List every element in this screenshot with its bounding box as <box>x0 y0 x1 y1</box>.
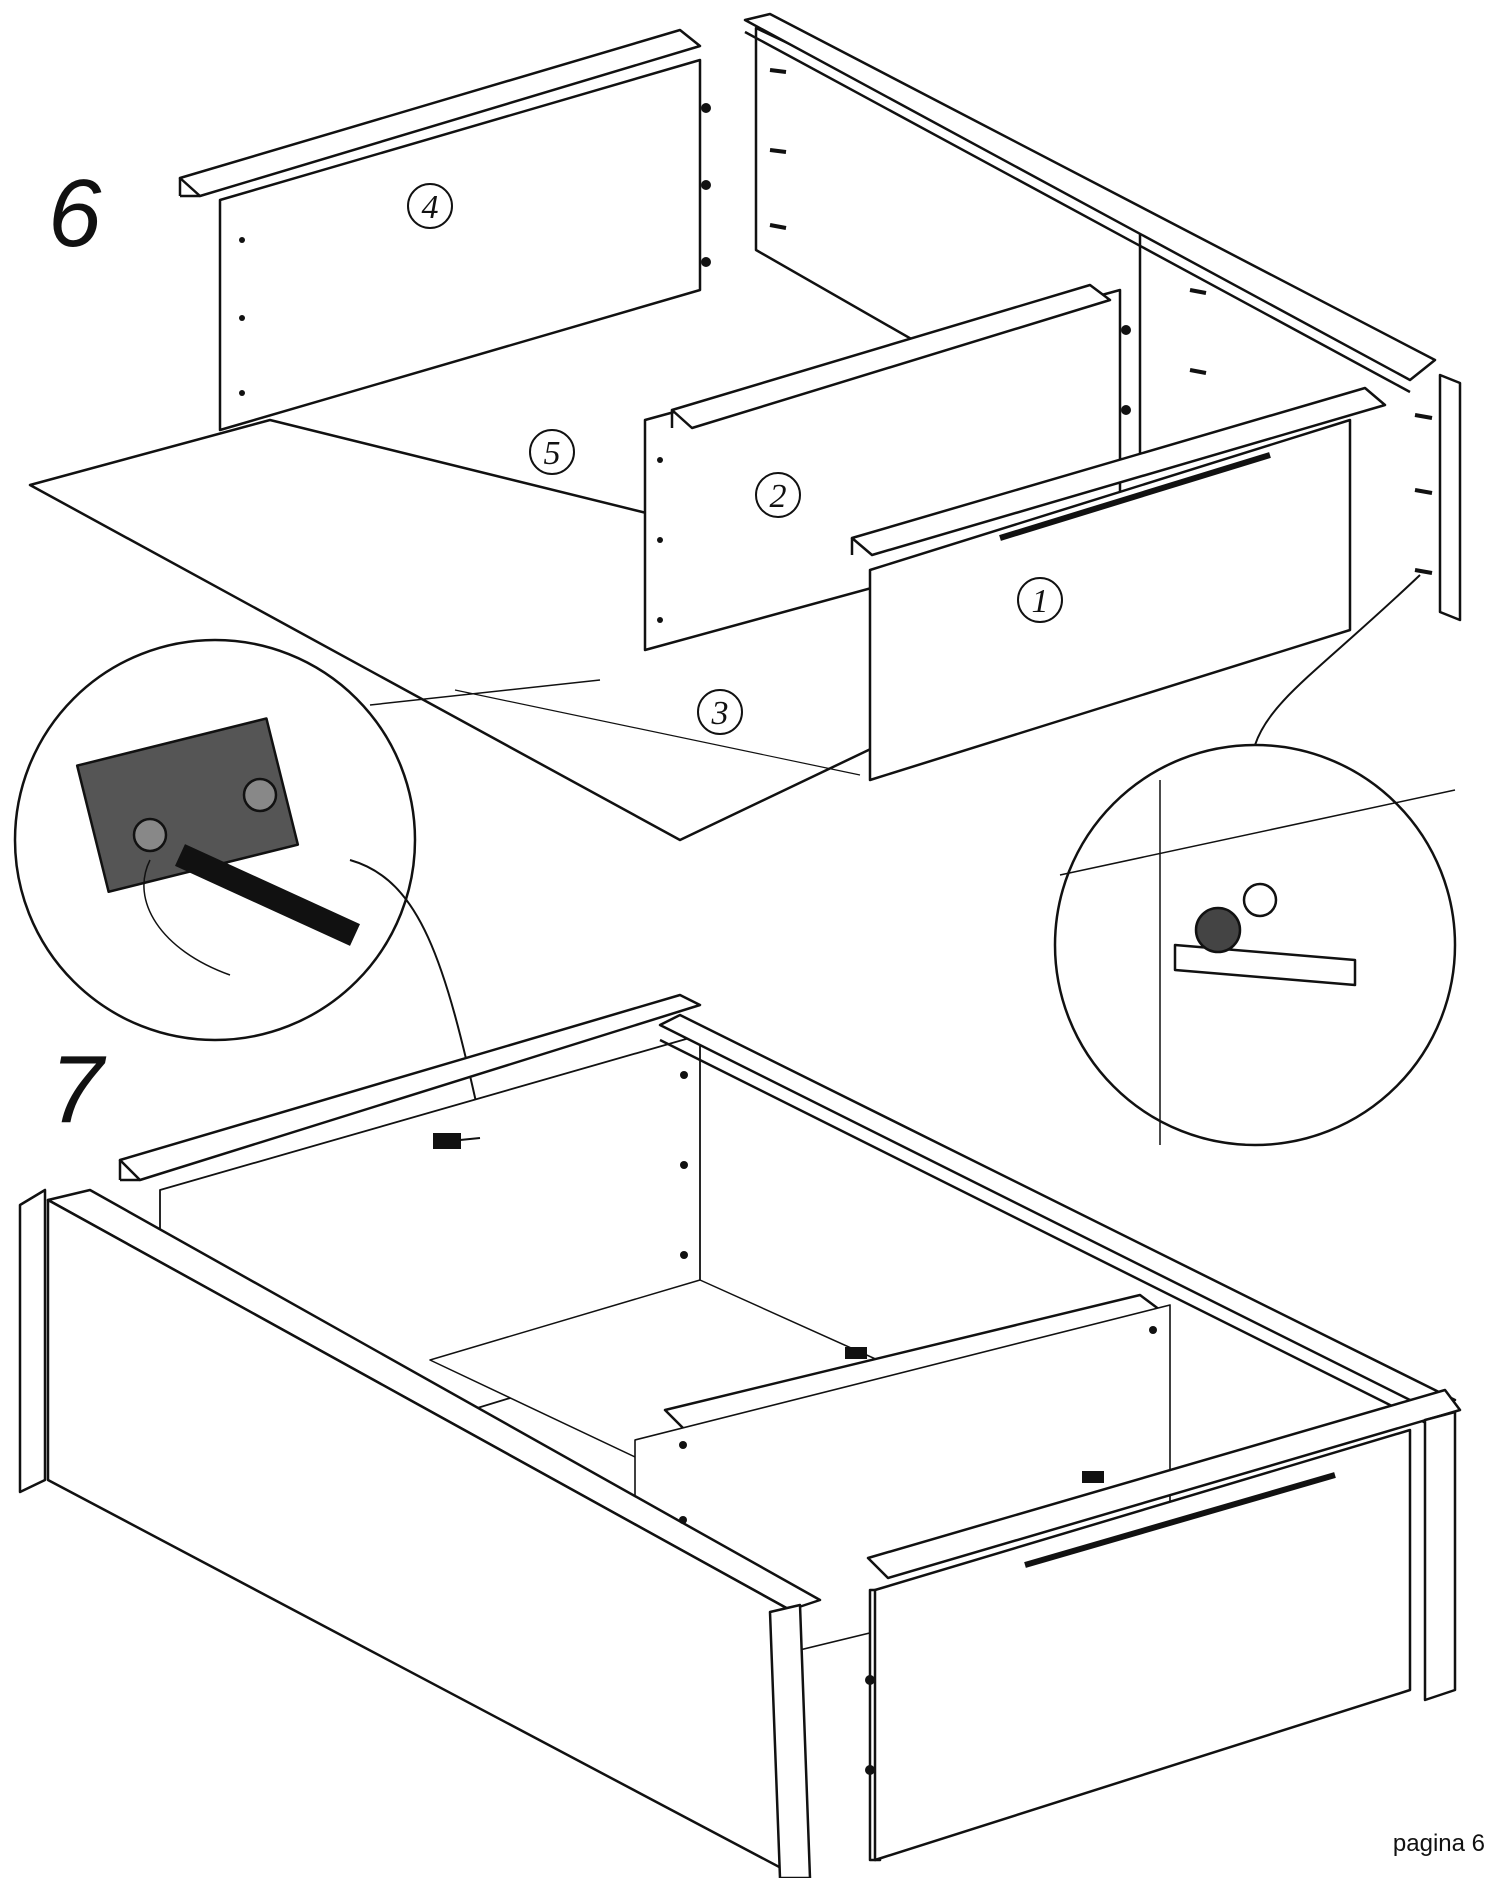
part-5-label: 5 <box>544 435 561 472</box>
back-top-rail <box>118 993 702 1182</box>
part-1-label: 1 <box>1032 583 1049 620</box>
middle-divider-panel <box>643 283 1131 652</box>
part-1-circle <box>1017 577 1063 623</box>
step-6-exploded-assembly <box>13 12 1462 1147</box>
part-number-labels: 1 2 3 4 5 <box>407 183 1063 735</box>
step-7-number: 7 <box>50 1036 104 1143</box>
back-panel <box>178 28 711 432</box>
part-3-circle <box>697 689 743 735</box>
side-panel-dowels <box>769 68 1433 575</box>
cam-lock-detail-magnifier <box>13 638 481 1121</box>
eccentric-bolt-detail-magnifier <box>1053 574 1457 1147</box>
front-panel <box>850 386 1387 782</box>
part-4-circle <box>407 183 453 229</box>
part-3-label: 3 <box>711 695 729 732</box>
step-6-number: 6 <box>48 160 102 267</box>
part-2-circle <box>755 472 801 518</box>
step-7-assembled-frame <box>18 993 1462 1878</box>
front-end-panel <box>679 1326 1462 1862</box>
page-number: pagina 6 <box>1392 1830 1485 1857</box>
part-5-circle <box>529 429 575 475</box>
front-long-side-panel <box>18 1188 822 1878</box>
part-4-label: 4 <box>422 189 439 226</box>
part-2-label: 2 <box>770 478 787 515</box>
